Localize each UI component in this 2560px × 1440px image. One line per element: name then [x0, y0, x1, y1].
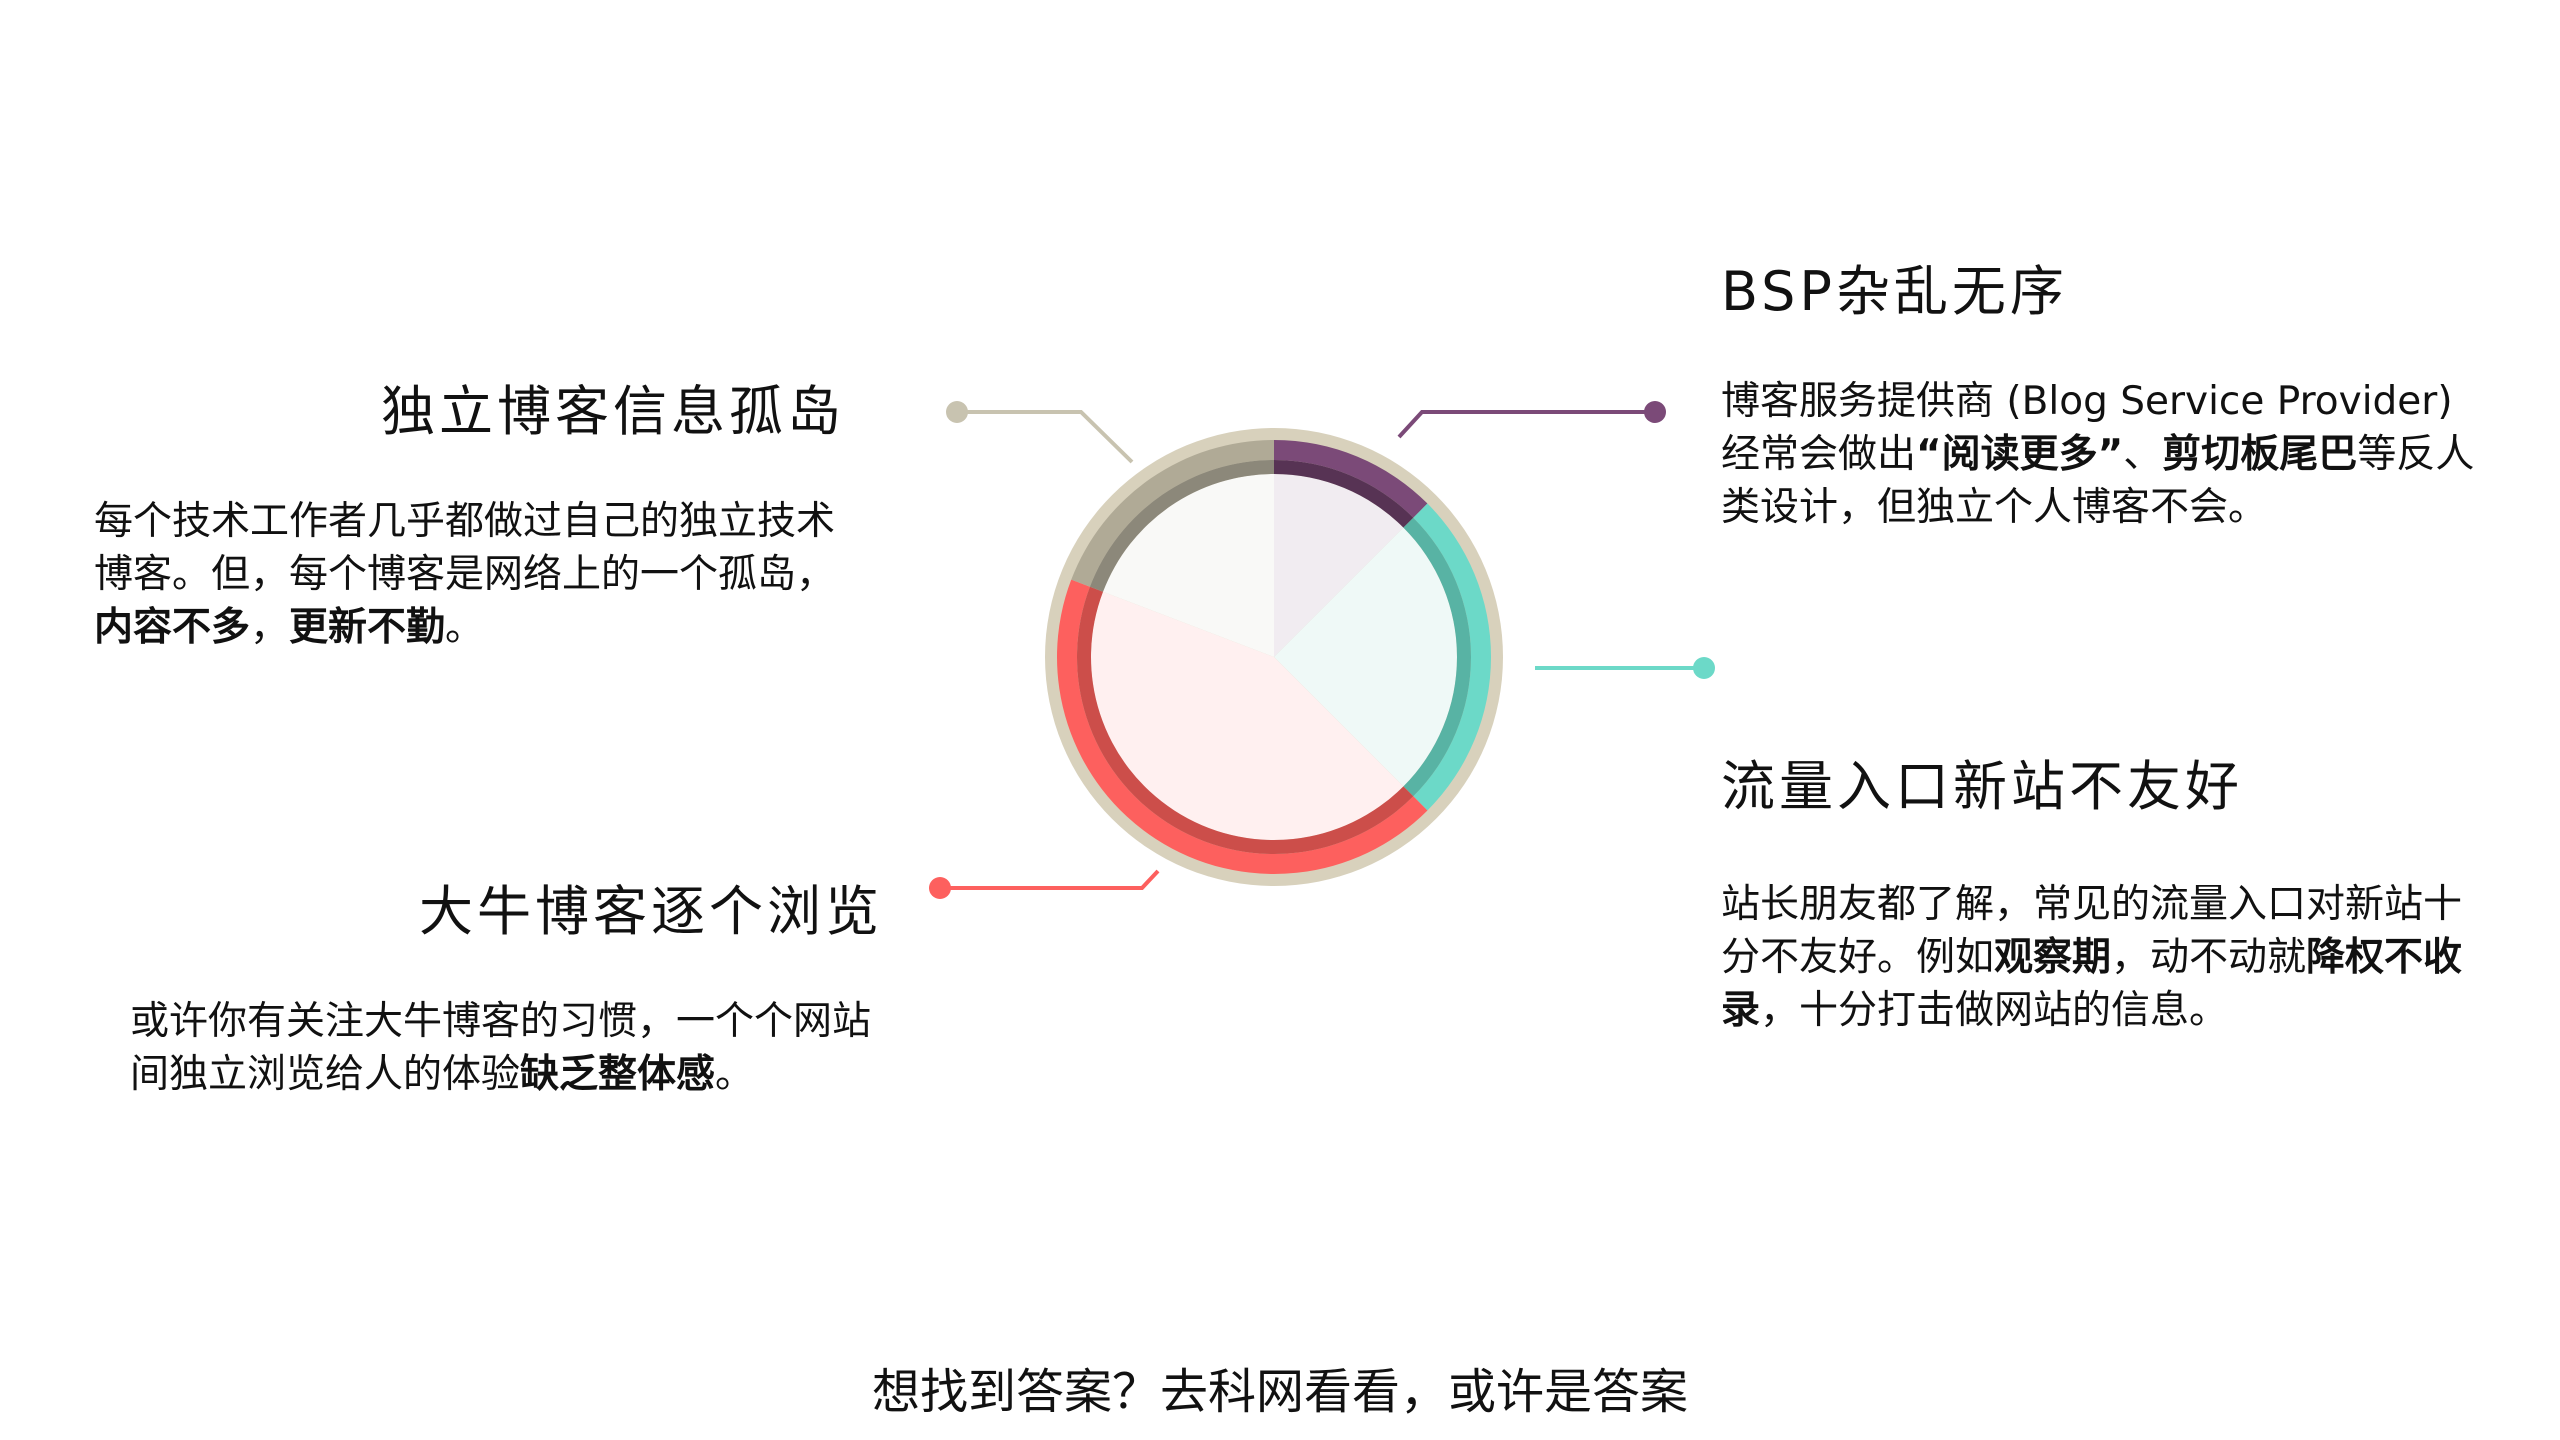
connector-independent-blog — [957, 410, 1134, 464]
connector-bsp-dot — [1644, 401, 1666, 423]
bold-text: 更新不勤 — [289, 605, 446, 650]
connector-traffic-dot — [1693, 657, 1715, 679]
text: 、 — [2123, 432, 2163, 477]
pie-slice — [1103, 474, 1274, 657]
connector-bsp — [1397, 410, 1655, 439]
title-big-blogs-browsing: 大牛博客逐个浏览 — [419, 880, 883, 943]
text: 等反人类设计，但独立个人博客不会。 — [1721, 432, 2475, 530]
pie-slice — [1274, 474, 1404, 657]
text: 。 — [715, 1052, 755, 1097]
title-traffic-entry-unfriendly: 流量入口新站不友好 — [1721, 755, 2243, 818]
desc-bsp-chaos: 博客服务提供商 (Blog Service Provider)经常会做出“阅读更… — [1721, 375, 2481, 534]
bold-text: 剪切板尾巴 — [2162, 432, 2358, 477]
desc-traffic-entry-unfriendly: 站长朋友都了解，常见的流量入口对新站十分不友好。例如观察期，动不动就降权不收录，… — [1721, 878, 2481, 1037]
text: ，十分打击做网站的信息。 — [1760, 988, 2229, 1033]
connector-independent-blog-dot — [946, 401, 968, 423]
footer-caption: 想找到答案？去科网看看，或许是答案 — [871, 1364, 1688, 1420]
bold-text: 观察期 — [1994, 935, 2112, 980]
text: ， — [250, 605, 290, 650]
bold-text: 缺乏整体感 — [520, 1052, 716, 1097]
pie-outer-band — [1274, 440, 1428, 518]
text: ，动不动就 — [2111, 935, 2307, 980]
title-bsp-chaos: BSP杂乱无序 — [1721, 260, 2068, 323]
text: 站长朋友都了解，常见的流量入口对新站十分不友好。例如 — [1721, 882, 2463, 980]
bold-text: “阅读更多” — [1916, 432, 2124, 477]
title-independent-blog-island: 独立博客信息孤岛 — [381, 380, 845, 443]
text: 每个技术工作者几乎都做过自己的独立技术博客。但，每个博客是网络上的一个孤岛， — [94, 499, 836, 597]
pie-inner-band — [1274, 460, 1414, 528]
desc-independent-blog-island: 每个技术工作者几乎都做过自己的独立技术博客。但，每个博客是网络上的一个孤岛， 内容… — [94, 495, 864, 654]
pie-inner-band — [1089, 460, 1274, 592]
pie-slice — [1274, 527, 1457, 787]
bold-text: 内容不多 — [94, 605, 251, 650]
text: 博客服务提供商 (Blog Service Provider)经常会做出 — [1721, 379, 2453, 477]
text: 或许你有关注大牛博客的习惯，一个个网站间独立浏览给人的体验 — [130, 999, 872, 1097]
pie-inner-band — [1403, 517, 1471, 797]
connector-big-blogs-dot — [929, 877, 951, 899]
pie-slice — [1091, 591, 1404, 840]
connector-big-blogs — [940, 869, 1160, 890]
bold-text: 降权不收录 — [1721, 935, 2463, 1033]
pie-outer-band — [1413, 503, 1491, 811]
text: 。 — [445, 605, 485, 650]
desc-big-blogs-browsing: 或许你有关注大牛博客的习惯，一个个网站间独立浏览给人的体验缺乏整体感。 — [130, 995, 900, 1101]
pie-outer-band — [1071, 440, 1274, 587]
